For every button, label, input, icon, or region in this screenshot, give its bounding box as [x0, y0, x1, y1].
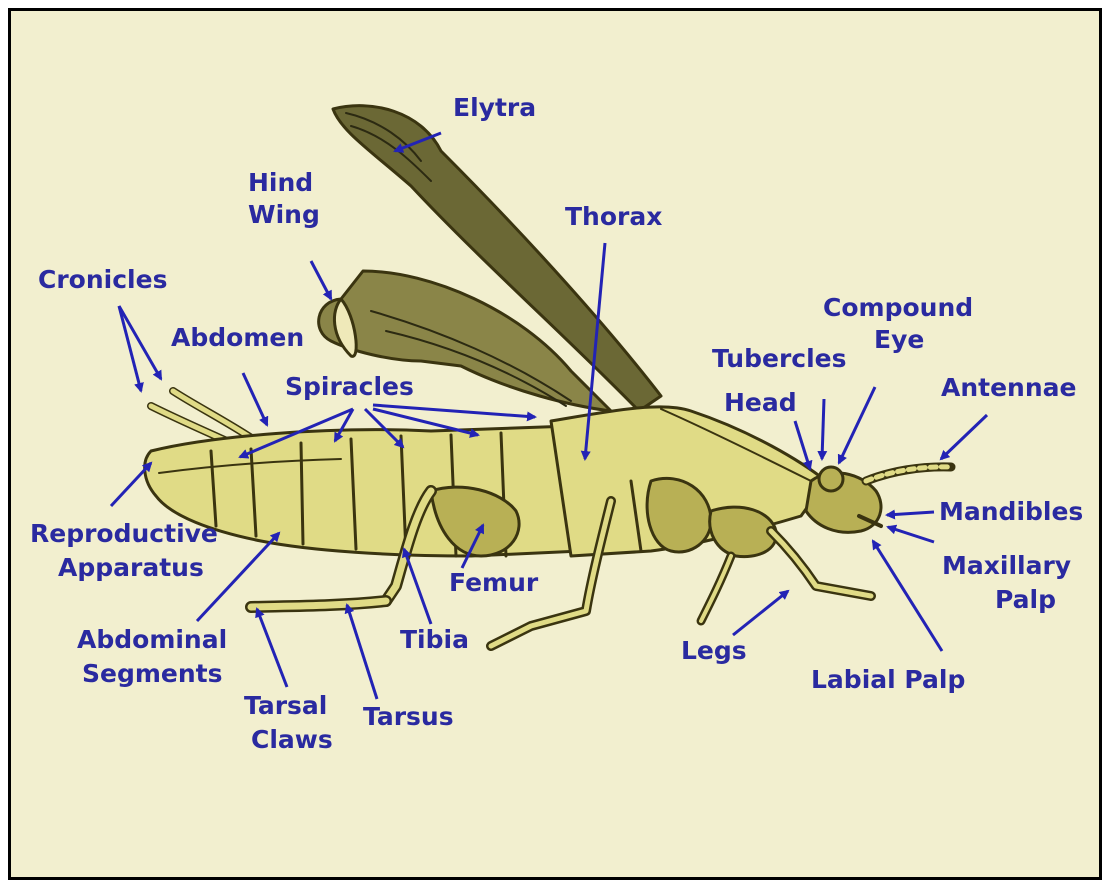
label-hind-wing-1: Hind	[248, 168, 313, 197]
insect-diagram: Elytra Hind Wing Thorax Cronicles Abdome…	[11, 11, 1099, 877]
label-tarsal-claws-1: Tarsal	[244, 691, 327, 720]
label-elytra: Elytra	[453, 93, 536, 122]
label-compound-eye-2: Eye	[874, 325, 924, 354]
label-abdomen: Abdomen	[171, 323, 304, 352]
label-hind-wing-2: Wing	[248, 200, 320, 229]
label-antennae: Antennae	[941, 373, 1076, 402]
label-maxillary-2: Palp	[995, 585, 1056, 614]
label-tarsal-claws-2: Claws	[251, 725, 333, 754]
label-cronicles: Cronicles	[38, 265, 167, 294]
label-tibia: Tibia	[400, 625, 469, 654]
label-tarsus: Tarsus	[363, 702, 454, 731]
compound-eye	[819, 467, 843, 491]
label-labial-palp: Labial Palp	[811, 665, 965, 694]
label-femur: Femur	[449, 568, 539, 597]
label-tubercles: Tubercles	[712, 344, 847, 373]
label-abdominal-2: Segments	[82, 659, 223, 688]
label-abdominal-1: Abdominal	[77, 625, 227, 654]
label-legs: Legs	[681, 636, 747, 665]
label-spiracles: Spiracles	[285, 372, 414, 401]
label-compound-eye-1: Compound	[823, 293, 973, 322]
label-mandibles: Mandibles	[939, 497, 1083, 526]
label-reproductive-1: Reproductive	[30, 519, 218, 548]
label-maxillary-1: Maxillary	[942, 551, 1071, 580]
diagram-frame: Elytra Hind Wing Thorax Cronicles Abdome…	[8, 8, 1102, 880]
label-reproductive-2: Apparatus	[58, 553, 204, 582]
label-thorax: Thorax	[565, 202, 662, 231]
arrow-tubercles	[822, 399, 824, 459]
label-head: Head	[724, 388, 797, 417]
